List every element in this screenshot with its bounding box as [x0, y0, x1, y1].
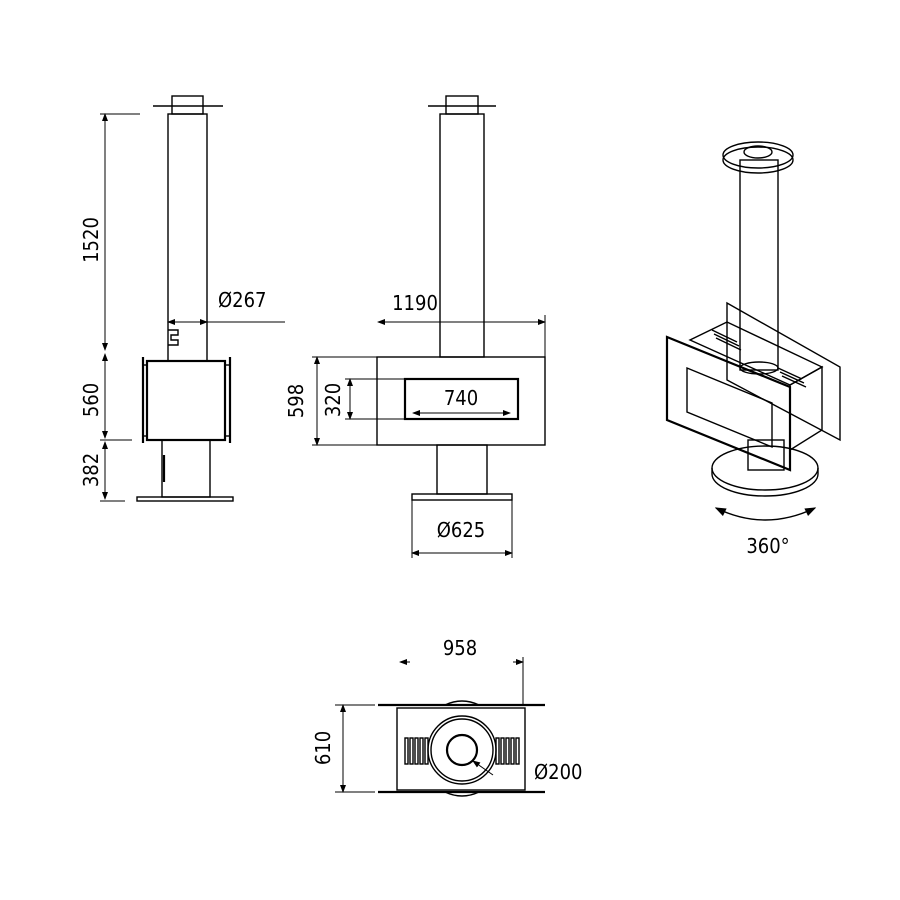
top-view: 958 610 Ø200	[311, 636, 583, 797]
dim-1520: 1520	[79, 217, 103, 263]
rotation-label: 360°	[746, 534, 789, 558]
dim-1190: 1190	[392, 291, 438, 315]
front-view: 1190 598 320 740 Ø625	[284, 95, 546, 558]
dim-958: 958	[443, 636, 477, 660]
dim-pipe-diameter: Ø267	[218, 288, 267, 312]
dim-382: 382	[79, 453, 103, 487]
perspective-view: 360°	[665, 141, 841, 558]
dim-610: 610	[311, 731, 335, 765]
dim-320: 320	[321, 383, 345, 417]
louvers-left	[404, 737, 429, 765]
side-view: 1520 560 382 Ø267	[79, 95, 285, 502]
louvers-right	[495, 737, 520, 765]
dim-base-diameter: Ø625	[437, 518, 486, 542]
dim-560: 560	[79, 383, 103, 417]
dim-598: 598	[284, 384, 308, 418]
dim-740: 740	[444, 386, 478, 410]
dim-flue-diameter: Ø200	[534, 760, 583, 784]
